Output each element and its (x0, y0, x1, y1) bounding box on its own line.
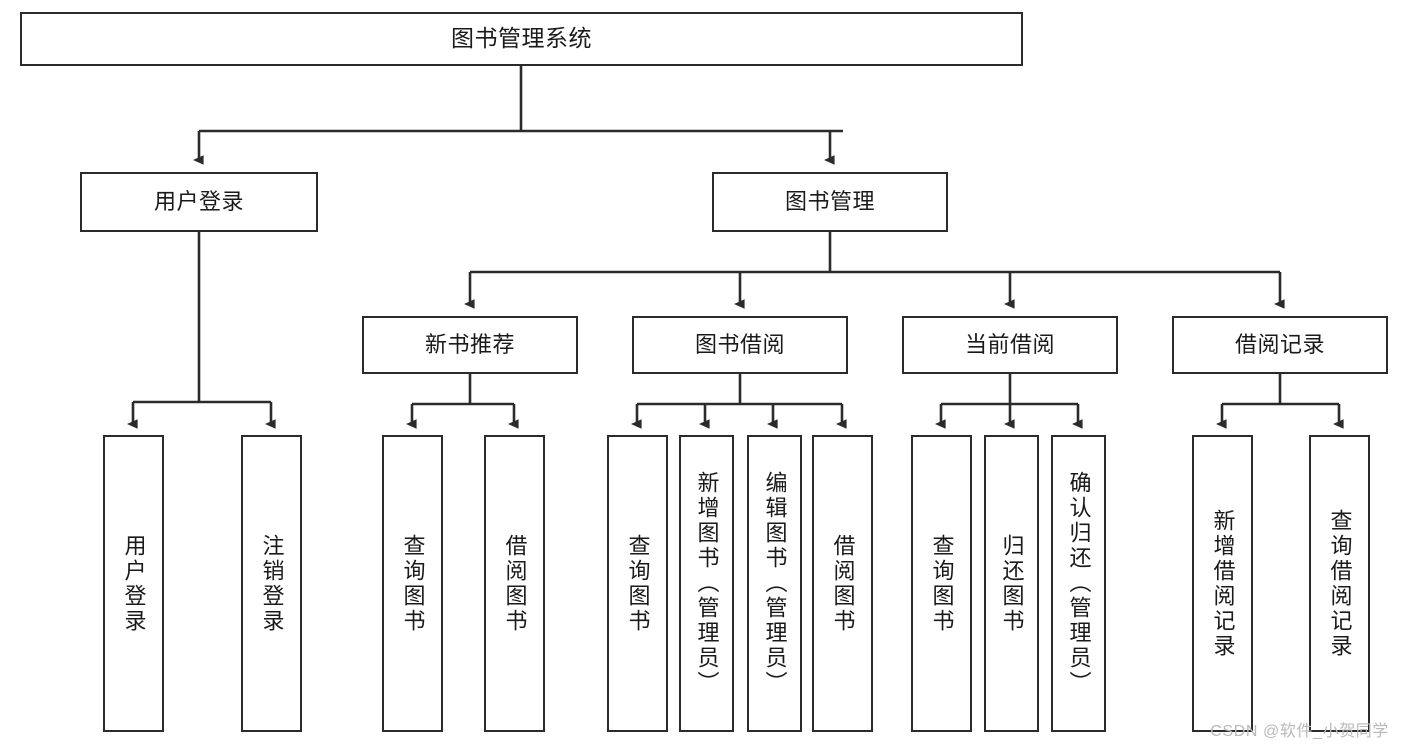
leaf-query-books-borrow[interactable]: 查询图书 (607, 435, 668, 732)
node-new-book-recommend[interactable]: 新书推荐 (362, 316, 578, 374)
leaf-borrow-books-recommend[interactable]: 借阅图书 (484, 435, 545, 732)
node-label: 用户登录 (121, 533, 147, 634)
leaf-edit-book-admin[interactable]: 编辑图书（管理员） (747, 435, 802, 732)
leaf-confirm-return-admin[interactable]: 确认归还（管理员） (1051, 435, 1106, 732)
node-label: 查询图书 (929, 533, 955, 634)
leaf-add-borrow-record[interactable]: 新增借阅记录 (1192, 435, 1253, 732)
node-label: 查询借阅记录 (1327, 508, 1353, 659)
leaf-user-login[interactable]: 用户登录 (103, 435, 164, 732)
node-label: 新增图书（管理员） (694, 471, 720, 696)
leaf-query-borrow-record[interactable]: 查询借阅记录 (1309, 435, 1370, 732)
leaf-logout-login[interactable]: 注销登录 (241, 435, 302, 732)
node-label: 查询图书 (625, 533, 651, 634)
node-label: 查询图书 (400, 533, 426, 634)
node-label: 借阅图书 (830, 533, 856, 634)
node-label: 归还图书 (999, 533, 1025, 634)
node-label: 图书管理系统 (451, 25, 592, 52)
node-label: 当前借阅 (964, 331, 1055, 357)
node-book-borrow[interactable]: 图书借阅 (632, 316, 848, 374)
node-label: 用户登录 (153, 188, 244, 214)
node-label: 借阅记录 (1234, 331, 1325, 357)
node-root-library-system[interactable]: 图书管理系统 (20, 12, 1023, 66)
node-label: 注销登录 (259, 533, 285, 634)
node-label: 借阅图书 (502, 533, 528, 634)
node-label: 确认归还（管理员） (1066, 471, 1092, 696)
node-label: 新增借阅记录 (1210, 508, 1236, 659)
leaf-borrow-books-borrow[interactable]: 借阅图书 (812, 435, 873, 732)
node-user-login[interactable]: 用户登录 (80, 172, 318, 232)
leaf-return-books[interactable]: 归还图书 (984, 435, 1039, 732)
leaf-query-books-current[interactable]: 查询图书 (911, 435, 972, 732)
node-label: 图书借阅 (694, 331, 785, 357)
leaf-query-books-recommend[interactable]: 查询图书 (382, 435, 443, 732)
node-current-borrow[interactable]: 当前借阅 (902, 316, 1118, 374)
node-book-management[interactable]: 图书管理 (712, 172, 948, 232)
leaf-add-book-admin[interactable]: 新增图书（管理员） (679, 435, 734, 732)
node-borrow-records[interactable]: 借阅记录 (1172, 316, 1388, 374)
node-label: 编辑图书（管理员） (762, 471, 788, 696)
watermark: CSDN @软件_小贺同学 (1210, 723, 1389, 740)
node-label: 图书管理 (784, 188, 875, 214)
node-label: 新书推荐 (424, 331, 515, 357)
